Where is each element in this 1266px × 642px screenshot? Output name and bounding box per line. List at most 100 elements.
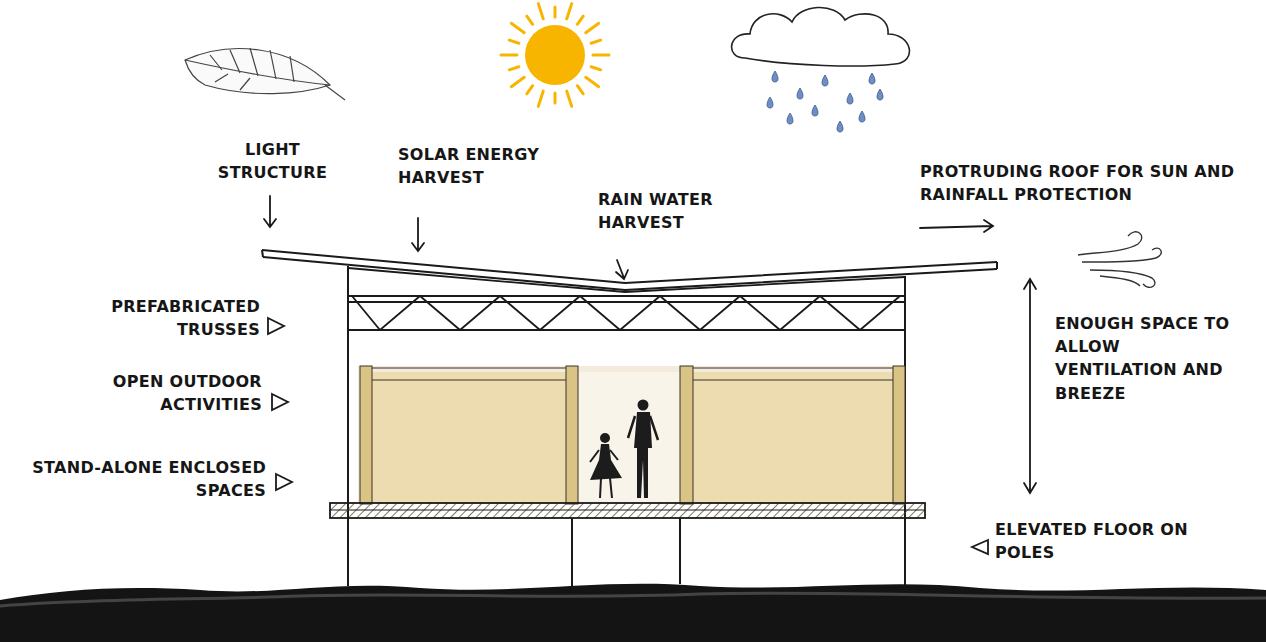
sketch-stroke <box>1024 279 1036 493</box>
sketch-stroke <box>680 366 693 504</box>
sketch-stroke <box>972 540 988 554</box>
sketch-stroke <box>330 510 925 511</box>
bullet-triangles <box>268 318 988 554</box>
sketch-stroke <box>877 89 883 100</box>
sketch-stroke <box>787 113 793 124</box>
sketch-stroke <box>509 67 519 70</box>
sketch-stroke <box>0 584 1266 642</box>
sketch-stroke <box>847 93 853 104</box>
sketch-stroke <box>325 85 345 100</box>
sketch-stroke <box>600 433 610 443</box>
sketch-stroke <box>348 329 905 331</box>
sketch-stroke <box>590 444 622 480</box>
sketch-stroke <box>358 366 903 504</box>
sketch-stroke <box>268 318 284 334</box>
sketch-stroke <box>501 4 609 107</box>
sketch-stroke <box>591 40 601 43</box>
sketch-stroke <box>859 111 865 122</box>
sketch-stroke <box>272 394 288 410</box>
sketch-stroke <box>264 196 276 227</box>
leader-arrows <box>264 196 1036 493</box>
sketch-stroke <box>360 366 372 504</box>
people-silhouettes <box>590 400 658 499</box>
annotation-label: OPEN OUTDOOR ACTIVITIES <box>40 370 262 416</box>
annotation-label: ELEVATED FLOOR ON POLES <box>995 518 1220 564</box>
sketch-stroke <box>577 16 583 24</box>
sketch-stroke <box>412 218 424 251</box>
sketch-stroke <box>577 86 583 94</box>
sketch-stroke <box>360 366 905 504</box>
sketch-stroke <box>1082 248 1161 262</box>
sketch-stroke <box>812 105 818 116</box>
sketch-stroke <box>525 25 585 85</box>
sun-icon <box>501 4 609 107</box>
sketch-stroke <box>567 91 572 106</box>
sketch-stroke <box>893 366 905 504</box>
sketch-stroke <box>837 121 843 132</box>
sketch-stroke <box>372 368 893 380</box>
annotation-label: PREFABRICATED TRUSSES <box>40 295 260 341</box>
sketch-stroke <box>591 67 601 70</box>
sketch-stroke <box>586 23 599 32</box>
prefabricated-truss <box>348 268 905 330</box>
annotation-label: PROTRUDING ROOF FOR SUN AND RAINFALL PRO… <box>920 160 1250 206</box>
sketch-stroke <box>1078 232 1142 255</box>
sketch-stroke <box>693 372 893 504</box>
sketch-stroke <box>185 49 330 94</box>
sketch-stroke <box>554 93 557 103</box>
annotation-label: STAND-ALONE ENCLOSED SPACES <box>8 456 266 502</box>
annotation-label: RAIN WATER HARVEST <box>598 188 748 234</box>
elevated-floor <box>330 503 925 518</box>
sketch-stroke <box>263 257 997 290</box>
sketch-stroke <box>527 86 533 94</box>
sketch-stroke <box>210 48 294 90</box>
columns <box>348 266 905 586</box>
sketch-stroke <box>732 7 910 66</box>
enclosed-spaces <box>358 366 905 504</box>
sketch-stroke <box>600 478 612 498</box>
annotation-label: SOLAR ENERGY HARVEST <box>398 143 573 189</box>
sketch-stroke <box>616 260 628 279</box>
annotation-label: ENOUGH SPACE TO ALLOW VENTILATION AND BR… <box>1055 312 1230 405</box>
sketch-stroke <box>0 593 1266 606</box>
sketch-stroke <box>572 518 680 586</box>
sketch-stroke <box>538 4 543 19</box>
sketch-stroke <box>567 4 572 19</box>
sketch-stroke <box>593 54 609 57</box>
sketch-stroke <box>330 503 925 518</box>
sketch-stroke <box>578 372 680 504</box>
sketch-stroke <box>797 88 803 99</box>
sketch-stroke <box>634 412 652 498</box>
sketch-stroke <box>372 372 566 504</box>
sketch-stroke <box>527 16 533 24</box>
sketch-stroke <box>348 266 905 586</box>
sketch-stroke <box>509 40 519 43</box>
sketch-stroke <box>586 77 599 86</box>
sketch-stroke <box>511 77 524 86</box>
sketch-stroke <box>1100 276 1140 286</box>
sketch-stroke <box>822 75 828 86</box>
sketch-stroke <box>869 73 875 84</box>
sketch-stroke <box>501 54 517 57</box>
sketch-stroke <box>638 400 649 411</box>
sketch-stroke <box>566 366 578 504</box>
annotation-label: LIGHT STRUCTURE <box>205 138 340 184</box>
wind-icon <box>1078 232 1161 288</box>
rain-cloud-icon <box>732 7 910 132</box>
sketch-stroke <box>628 416 658 440</box>
sketch-stroke <box>276 474 292 490</box>
feather-icon <box>185 48 345 100</box>
sketch-stroke <box>262 250 997 269</box>
sketch-stroke <box>767 71 883 132</box>
sketch-stroke <box>772 71 778 82</box>
sketch-stroke <box>590 450 618 462</box>
sketch-stroke <box>1090 270 1155 287</box>
sketch-stroke <box>554 7 557 17</box>
sketch-stroke <box>511 23 524 32</box>
sketch-stroke <box>352 296 900 330</box>
ground <box>0 584 1266 642</box>
sketch-stroke <box>538 91 543 106</box>
sketch-stroke <box>920 220 993 232</box>
sketch-stroke <box>767 97 773 108</box>
